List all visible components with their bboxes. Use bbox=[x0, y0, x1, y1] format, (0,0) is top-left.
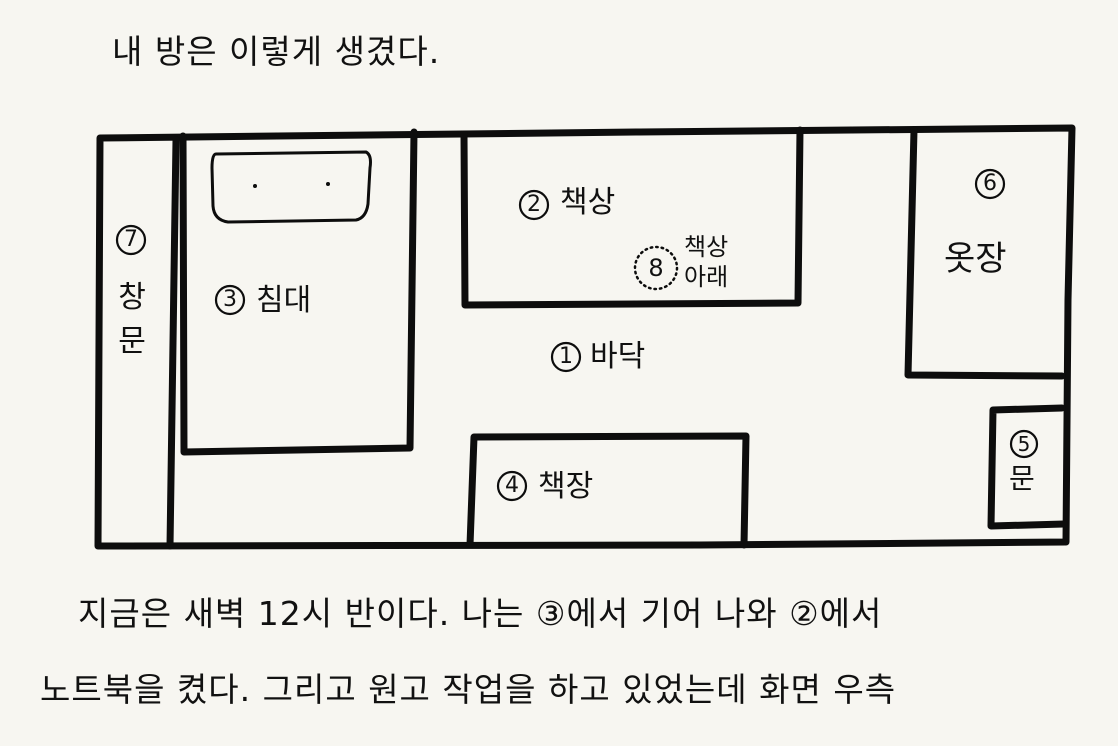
bookshelf-frame bbox=[466, 432, 750, 549]
number-circle-2 bbox=[518, 189, 550, 221]
region-number-2: 2 bbox=[527, 192, 541, 217]
pillow-dot-right bbox=[326, 182, 330, 186]
desk-label: 책상 bbox=[560, 185, 616, 220]
bookshelf-label: 책장 bbox=[538, 469, 594, 504]
number-circle-8-dotted bbox=[633, 245, 679, 291]
floor-label: 바닥 bbox=[590, 339, 646, 374]
number-circle-1 bbox=[550, 341, 582, 373]
region-number-8: 8 bbox=[648, 254, 664, 282]
number-circle-3 bbox=[214, 284, 246, 316]
window-label: 창문 bbox=[118, 280, 146, 359]
region-number-6: 6 bbox=[983, 171, 997, 196]
region-number-1: 1 bbox=[559, 344, 573, 369]
top-caption: 내 방은 이렇게 생겼다. bbox=[112, 32, 441, 71]
wardrobe-label: 옷장 bbox=[944, 239, 1007, 279]
region-number-5: 5 bbox=[1017, 432, 1031, 456]
bottom-caption-line-2: 노트북을 켰다. 그리고 원고 작업을 하고 있었는데 화면 우측 bbox=[40, 670, 897, 709]
window-strip bbox=[166, 136, 180, 550]
pillow-shape bbox=[210, 150, 372, 224]
door-frame bbox=[987, 404, 1068, 530]
under-desk-label-line-2: 아래 bbox=[684, 263, 729, 291]
pillow-dot-left bbox=[253, 184, 257, 188]
desk-frame bbox=[460, 126, 804, 309]
door-label: 문 bbox=[1009, 462, 1035, 495]
region-number-4: 4 bbox=[505, 473, 519, 498]
bed-frame bbox=[179, 128, 418, 456]
number-circle-7 bbox=[115, 224, 147, 256]
room-outer-wall bbox=[94, 124, 1076, 550]
bottom-caption-line-1: 지금은 새벽 12시 반이다. 나는 ③에서 기어 나와 ②에서 bbox=[78, 594, 883, 633]
region-number-3: 3 bbox=[223, 287, 237, 312]
bed-label: 침대 bbox=[256, 283, 312, 318]
number-circle-4 bbox=[496, 470, 528, 502]
under-desk-label-line-1: 책상 bbox=[684, 233, 729, 261]
number-circle-5 bbox=[1009, 429, 1039, 459]
region-number-7: 7 bbox=[124, 227, 138, 252]
number-circle-6 bbox=[974, 168, 1006, 200]
wardrobe-frame bbox=[904, 126, 1066, 380]
